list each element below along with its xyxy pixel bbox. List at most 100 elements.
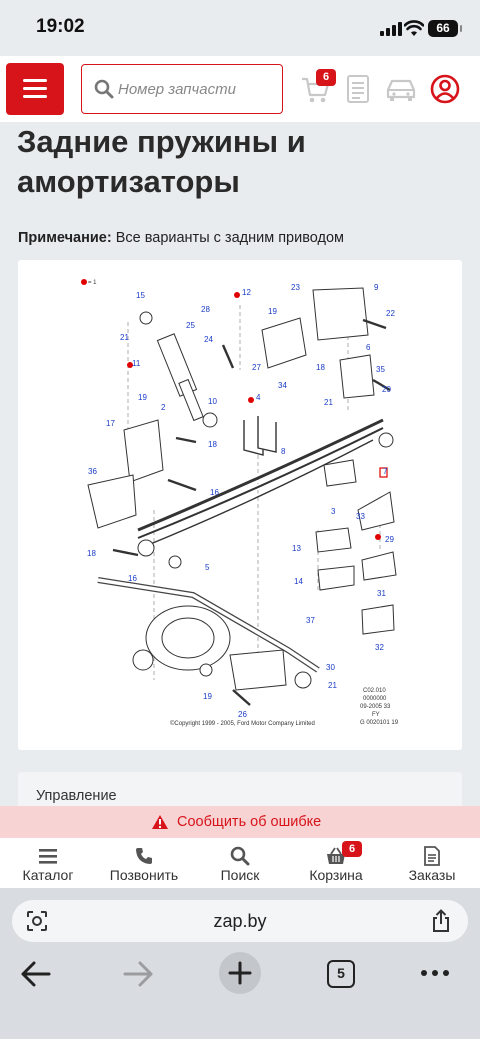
new-tab-button[interactable] [219, 952, 261, 994]
diagram-callout: 4 [256, 393, 261, 402]
status-bar: 19:02 66 [0, 0, 480, 56]
nav-catalog-label: Каталог [22, 867, 74, 883]
diagram-callout: 29 [385, 535, 394, 544]
diagram-callout: 19 [268, 307, 277, 316]
diagram-callout: 14 [294, 577, 303, 586]
note: Примечание: Все варианты с задним привод… [18, 230, 344, 246]
note-text: Все варианты с задним приводом [111, 230, 344, 246]
diagram-code-2: 0000000 [363, 696, 387, 702]
bottom-nav: Каталог Позвонить Поиск 6 Корзина [0, 838, 480, 888]
diagram-callout: 25 [186, 321, 195, 330]
diagram-callout: 19 [203, 692, 212, 701]
nav-basket[interactable]: 6 Корзина [288, 838, 384, 888]
cart-badge: 6 [316, 69, 336, 86]
diagram-callout: 5 [205, 563, 210, 572]
signal-icon [380, 22, 402, 36]
account-icon[interactable] [430, 74, 460, 104]
section-control[interactable]: Управление [18, 772, 462, 806]
diagram-canvas: 15 21 25 24 11 12 28 27 34 23 9 19 22 6 18 3 5 21 20 19 2 10 4… [81, 279, 399, 727]
diagram-code-4: FY [372, 712, 380, 718]
diagram-callout: 21 [120, 333, 129, 342]
section-label: Управление [36, 788, 117, 804]
url-text: zap.by [213, 911, 267, 931]
forward-arrow-icon[interactable] [122, 960, 154, 988]
diagram-callout: 30 [326, 663, 335, 672]
warning-icon [152, 815, 168, 829]
nav-basket-label: Корзина [309, 867, 363, 883]
browser-toolbar: zap.by 5 [0, 888, 480, 1039]
diagram-callout: 22 [386, 309, 395, 318]
diagram-callout: 8 [281, 447, 286, 456]
diagram-callout: 24 [204, 335, 213, 344]
battery-indicator: 66 [428, 20, 462, 37]
diagram-callout: 12 [242, 288, 251, 297]
diagram-callout: 21 [328, 681, 337, 690]
diagram-callout: 2 [161, 403, 166, 412]
nav-orders[interactable]: Заказы [384, 838, 480, 888]
diagram-callout: 31 [377, 589, 386, 598]
search-field[interactable] [81, 64, 283, 114]
search-icon [94, 79, 114, 99]
page-title: Задние пружины и амортизаторы [17, 124, 306, 199]
nav-call[interactable]: Позвонить [96, 838, 192, 888]
diagram-code-1: C02.010 [363, 688, 386, 694]
diagram-callout: 17 [106, 419, 115, 428]
catalog-icon [39, 849, 57, 864]
diagram-code-3: 09-2005 33 [360, 704, 391, 710]
diagram-callout: 3 [331, 507, 336, 516]
diagram-callout: 26 [238, 710, 247, 719]
diagram-callout: 33 [356, 512, 365, 521]
diagram-legend: = 1 [88, 280, 97, 286]
wifi-icon [404, 20, 424, 36]
document-icon[interactable] [346, 74, 370, 104]
search-icon [230, 846, 250, 866]
diagram-callout: 34 [278, 381, 287, 390]
diagram-callout: 15 [136, 291, 145, 300]
main-content: Задние пружины и амортизаторы Примечание… [0, 122, 480, 806]
diagram-callout: 13 [292, 544, 301, 553]
diagram-callout: 9 [374, 283, 379, 292]
diagram-callout: 11 [132, 359, 141, 368]
nav-search[interactable]: Поиск [192, 838, 288, 888]
diagram-callout: 20 [382, 385, 391, 394]
report-error-button[interactable]: Сообщить об ошибке [0, 806, 480, 838]
diagram-callout: 6 [366, 343, 371, 352]
diagram-callout: 7 [383, 467, 388, 476]
diagram-callout: 10 [208, 397, 217, 406]
nav-orders-label: Заказы [408, 867, 456, 883]
note-label: Примечание: [18, 230, 112, 246]
basket-icon [327, 847, 345, 864]
menu-button[interactable] [6, 63, 64, 115]
tabs-button[interactable]: 5 [327, 960, 355, 988]
diagram-code-5: G 0020101 19 [360, 720, 399, 726]
diagram-callout: 19 [138, 393, 147, 402]
phone-icon [136, 848, 152, 864]
nav-search-label: Поиск [220, 867, 260, 883]
back-arrow-icon[interactable] [20, 960, 52, 988]
nav-catalog[interactable]: Каталог [0, 838, 96, 888]
diagram-callout: 28 [201, 305, 210, 314]
diagram-callout: 16 [210, 488, 219, 497]
share-icon[interactable] [430, 909, 452, 933]
status-time: 19:02 [36, 16, 85, 37]
privacy-icon[interactable] [26, 910, 48, 932]
diagram-callout: 21 [324, 398, 333, 407]
more-icon[interactable] [420, 968, 450, 978]
basket-badge: 6 [342, 841, 362, 857]
car-icon[interactable] [384, 76, 418, 102]
diagram-callout: 27 [252, 363, 261, 372]
url-bar[interactable]: zap.by [12, 900, 468, 942]
diagram-callout: 18 [208, 440, 217, 449]
diagram-callout: 32 [375, 643, 384, 652]
parts-diagram[interactable]: 15 21 25 24 11 12 28 27 34 23 9 19 22 6 18 3 5 21 20 19 2 10 4… [18, 260, 462, 750]
search-input[interactable] [118, 75, 278, 103]
plus-icon [228, 961, 252, 985]
nav-call-label: Позвонить [109, 867, 179, 883]
diagram-callout: 37 [306, 616, 315, 625]
diagram-callout: 16 [128, 574, 137, 583]
diagram-callout: 18 [87, 549, 96, 558]
diagram-copyright: ©Copyright 1999 - 2005, Ford Motor Compa… [170, 720, 315, 727]
diagram-callout: 23 [291, 283, 300, 292]
site-header: 6 [0, 56, 480, 122]
orders-icon [424, 846, 440, 866]
